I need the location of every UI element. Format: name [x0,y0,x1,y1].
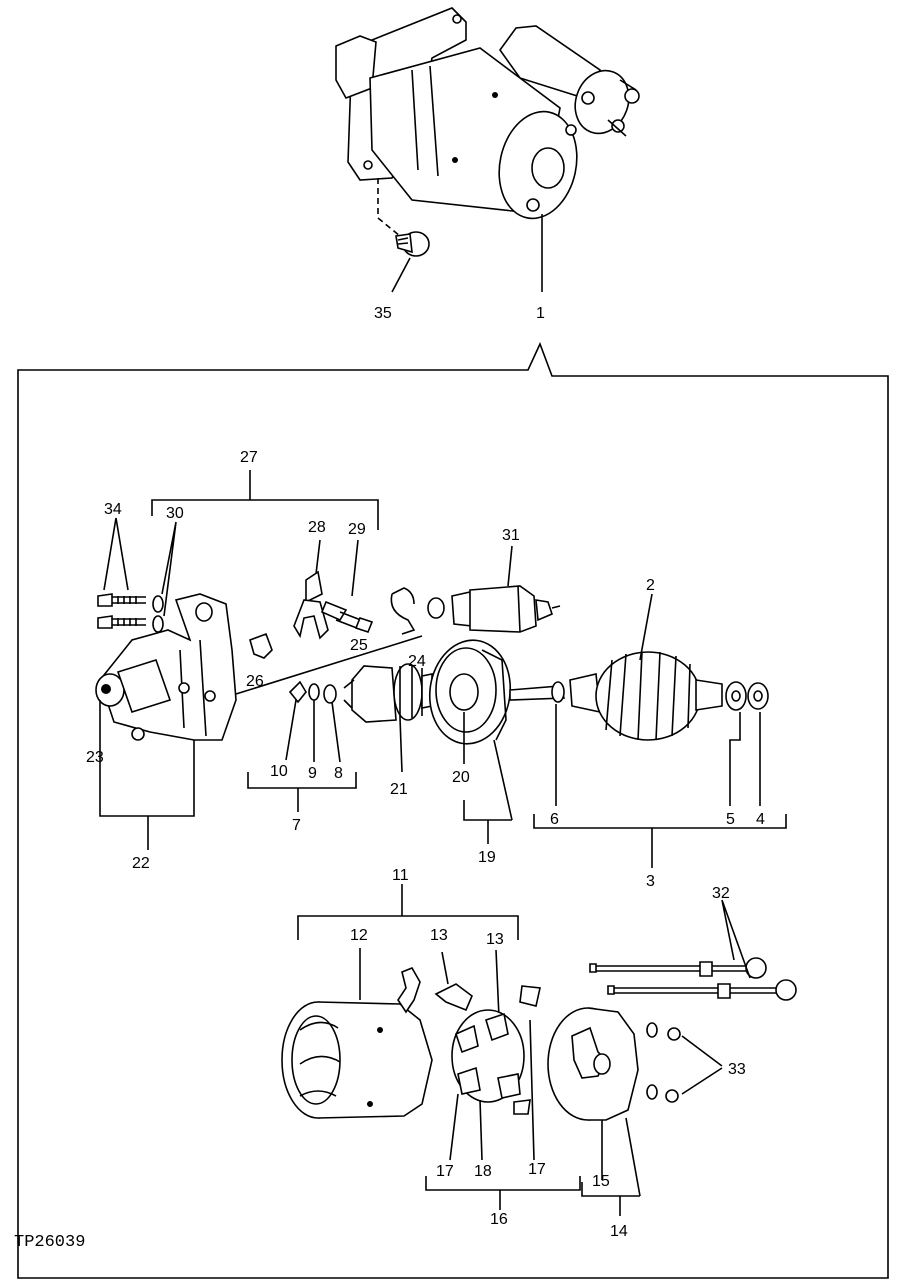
callout-7: 7 [292,817,301,834]
callout-16: 16 [490,1211,508,1228]
pivot-pin [320,539,374,633]
figure-reference: TP26039 [14,1233,85,1252]
callout-1: 1 [536,305,545,322]
callout-13-left: 13 [430,927,448,944]
callout-4: 4 [756,811,765,828]
bolts-34 [97,517,146,629]
callout-17-left: 17 [436,1163,454,1180]
starter-motor-assembly [335,7,640,237]
callout-12: 12 [350,927,368,944]
callout-22: 22 [132,855,150,872]
callout-31: 31 [502,527,520,544]
callout-27: 27 [240,449,258,466]
callout-11: 11 [392,867,409,884]
callout-14: 14 [610,1223,628,1240]
callout-20: 20 [452,769,470,786]
brush-holder-plate [425,1009,581,1210]
exploded-view-frame [17,341,889,1279]
solenoid [427,545,561,633]
dust-cover [428,639,513,844]
callout-32: 32 [712,885,730,902]
callout-8: 8 [334,765,343,782]
callout-3: 3 [646,873,655,890]
callout-23: 23 [86,749,104,766]
callout-34: 34 [104,501,122,518]
callout-35: 35 [374,305,392,322]
callout-30: 30 [166,505,184,522]
callout-26: 26 [246,673,264,690]
rubber-seal [249,632,273,659]
callout-6: 6 [550,811,559,828]
spring-clip [390,587,416,635]
callout-numbers: 35 1 27 34 30 28 29 31 2 25 24 26 23 10 … [14,305,765,1252]
callout-2: 2 [646,577,655,594]
callout-21: 21 [390,781,408,798]
through-bolts [589,899,797,1001]
callout-19: 19 [478,849,496,866]
shift-lever [293,539,329,640]
armature [509,593,787,868]
pinion-stop-parts [247,680,357,812]
callout-29: 29 [348,521,366,538]
brushes [434,949,541,1041]
drive-end-housing [95,593,237,850]
callout-10: 10 [270,763,288,780]
callout-25: 25 [350,637,368,654]
callout-9: 9 [308,765,317,782]
commutator-end-cover [547,1007,641,1216]
callout-33: 33 [728,1061,746,1078]
callout-5: 5 [726,811,735,828]
callout-17-right: 17 [528,1161,546,1178]
callout-15: 15 [592,1173,610,1190]
field-frame [281,948,433,1119]
callout-13-right: 13 [486,931,504,948]
pinion-drive [343,663,433,773]
washers-30 [152,521,177,633]
screws-33 [646,1022,723,1103]
callout-24: 24 [408,653,426,670]
callout-18: 18 [474,1163,492,1180]
mounting-bolt [395,231,430,257]
callout-28: 28 [308,519,326,536]
